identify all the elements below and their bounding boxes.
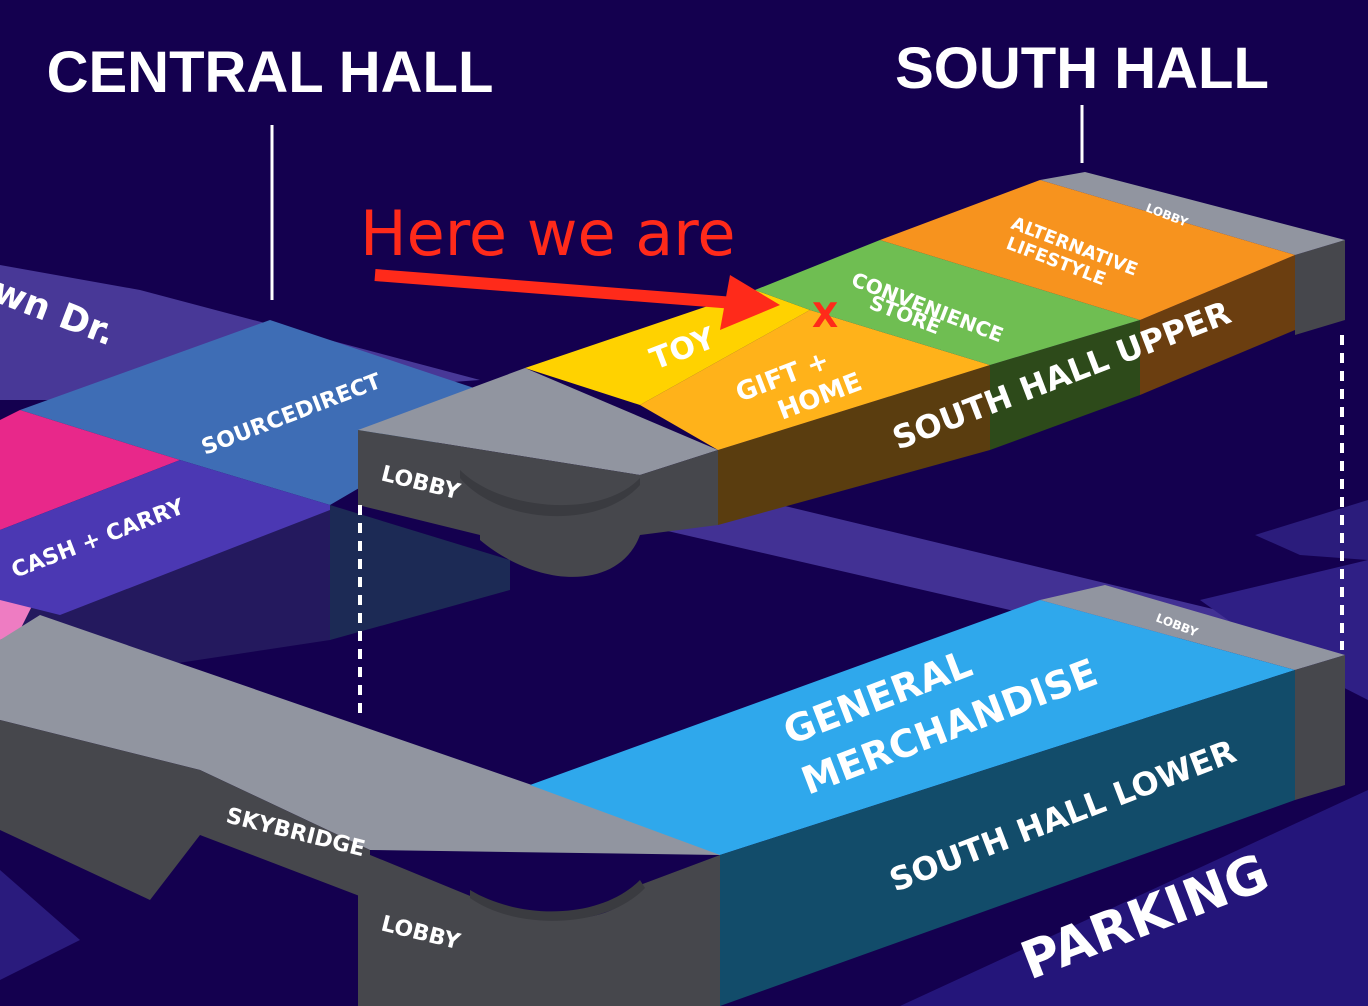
upper-lobby-right-side [1295,240,1345,335]
upper-hall-side-orange [1140,255,1295,395]
skybridge-top [0,615,720,855]
lower-lobby-right-side [1295,655,1345,800]
here-we-are-label: Here we are [360,197,736,270]
ground-lower-left [0,870,80,980]
zone-alternative [880,180,1295,320]
upper-hall-side-green [990,320,1140,450]
upper-hall-front-side [718,365,990,525]
skybridge-side [0,720,370,900]
central-hall-shadow [330,505,510,640]
ground-step-right [1255,500,1368,560]
upper-lobby-left-top [358,368,718,475]
south-hall-title: SOUTH HALL [895,36,1269,101]
here-we-are-arrow [374,269,761,311]
zone-general-merchandise [530,600,1295,855]
lower-lobby-notch [470,880,645,921]
upper-lobby-right-top [1040,172,1345,255]
lower-lobby-right-top [1040,585,1345,670]
zone-convenience [755,240,1140,365]
zone-gift-home [640,310,990,450]
lower-hall-front-side [720,670,1295,1006]
here-we-are-arrowhead [720,275,780,330]
location-marker: X [812,296,838,336]
zone-pink [0,410,180,530]
zone-cash-carry [0,460,330,615]
upper-lobby-notch [460,470,640,517]
central-hall-title: CENTRAL HALL [47,40,494,105]
parking-strip [900,790,1368,1006]
lower-lobby-left-side [358,850,720,1006]
upper-lobby-left-side [358,430,718,577]
